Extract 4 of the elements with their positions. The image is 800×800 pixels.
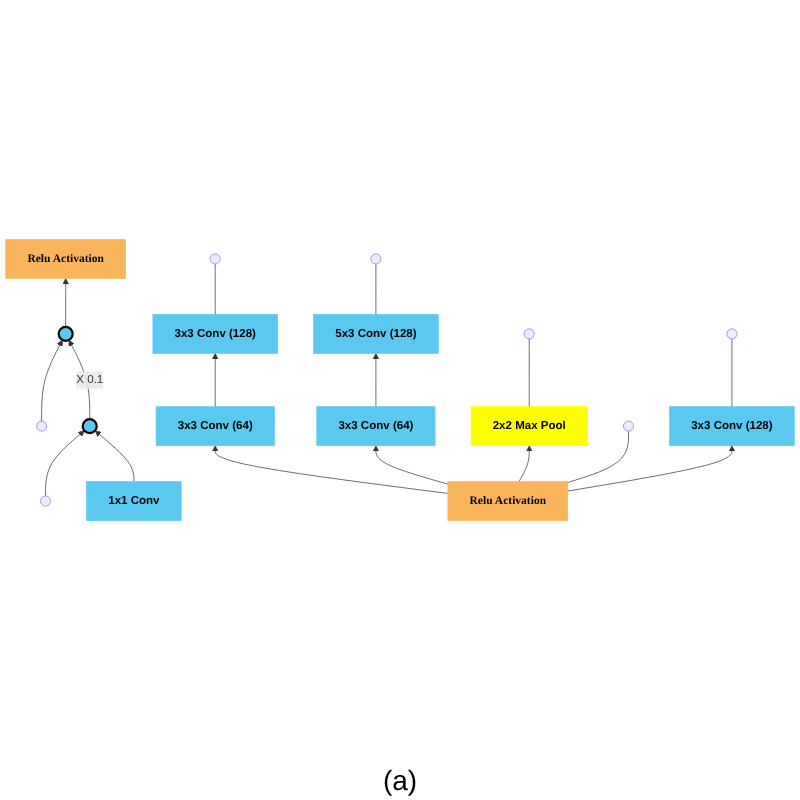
panel-label: (a) [382,764,418,796]
node-circle [57,325,74,342]
node-circle [81,418,98,435]
connector [567,430,629,483]
